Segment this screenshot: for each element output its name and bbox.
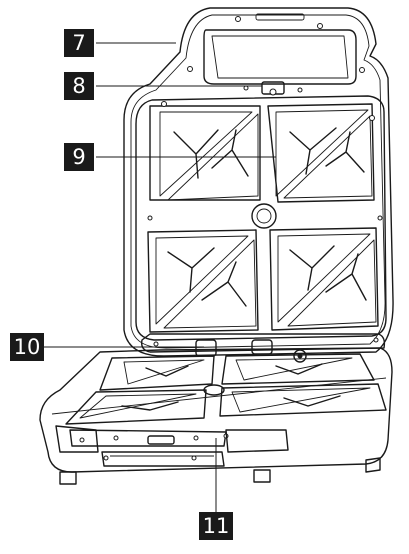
callout-9: 9 bbox=[64, 143, 94, 171]
lid-sandwich-mould-bottom-right bbox=[269, 227, 379, 331]
lid-latch bbox=[243, 81, 303, 96]
base-sandwich-mould-bottom-left bbox=[65, 389, 207, 425]
base-front-handle bbox=[55, 425, 289, 467]
lower-base bbox=[39, 347, 393, 485]
callout-8: 8 bbox=[64, 72, 94, 100]
base-foot-left bbox=[59, 471, 77, 485]
callout-11: 11 bbox=[199, 512, 233, 540]
lid-sandwich-mould-bottom-left bbox=[147, 229, 259, 333]
lid-sandwich-mould-top-left bbox=[149, 105, 261, 201]
plate-center-knob bbox=[251, 203, 277, 229]
base-sandwich-mould-top-right bbox=[221, 353, 375, 385]
base-sandwich-mould-top-left bbox=[99, 355, 215, 391]
callout-7: 7 bbox=[64, 29, 94, 57]
base-foot-right bbox=[253, 469, 271, 483]
lid-handle-opening bbox=[203, 29, 357, 85]
callout-10: 10 bbox=[10, 333, 44, 361]
base-sandwich-mould-bottom-right bbox=[219, 383, 387, 417]
upper-lid bbox=[123, 7, 394, 357]
lid-sandwich-mould-top-right bbox=[267, 103, 375, 203]
